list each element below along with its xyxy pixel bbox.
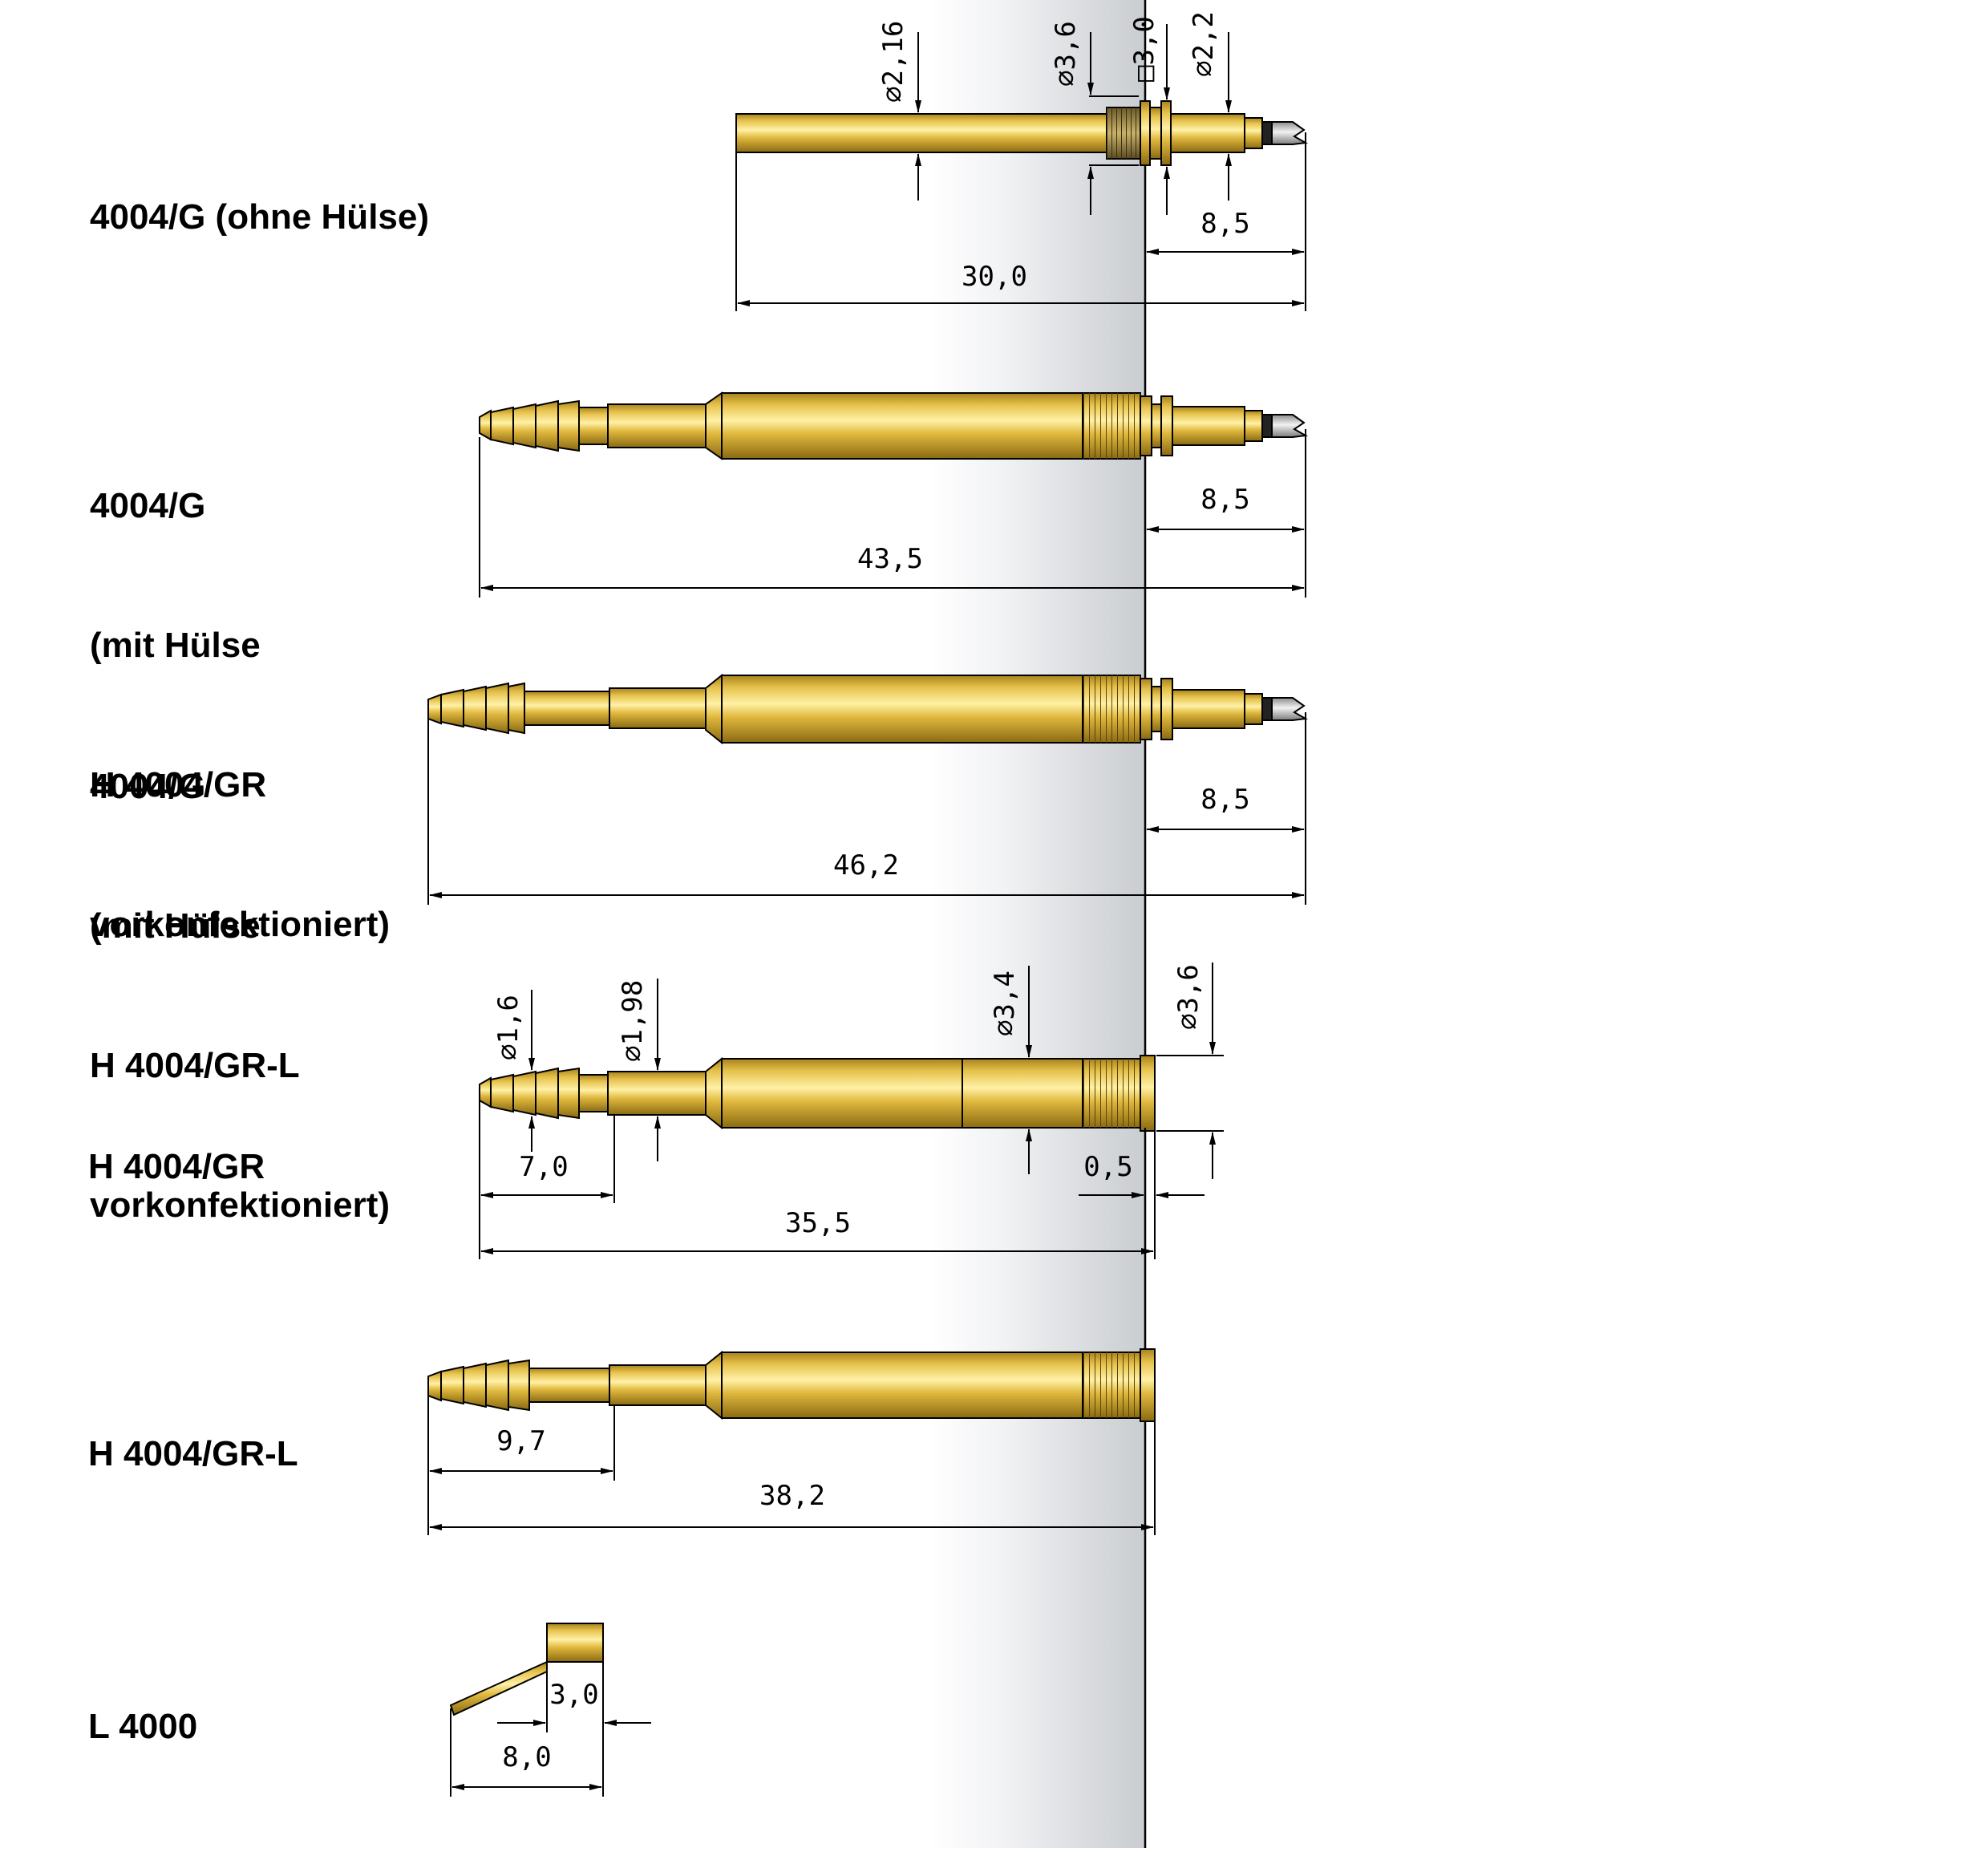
dim-p3-tip: 8,5: [1200, 784, 1249, 816]
label-h4004gr: H 4004/GR: [88, 1051, 265, 1237]
dim-p4-d-barb: ∅1,6: [492, 995, 524, 1060]
label-4004g-mit-huelse-gr: 4004/G (mit Hülse H 4004/GR vorkonfektio…: [90, 390, 390, 995]
part-4004g-drawing: [735, 100, 1309, 166]
dim-p4-d-body: ∅3,4: [989, 971, 1021, 1036]
part-4004g-dimensions: [735, 24, 1306, 311]
label-line: (mit Hülse: [90, 906, 261, 946]
label-line: vorkonfektioniert): [90, 1185, 391, 1225]
label-line: H 4004/GR-L: [90, 1046, 300, 1085]
label-line: 4004/G: [90, 486, 206, 525]
label-line: 4004/G: [90, 767, 206, 806]
dim-p1-d-tip: ∅2,2: [1188, 11, 1220, 77]
label-4004g-ohne-huelse: 4004/G (ohne Hülse): [90, 101, 429, 287]
dim-p2-tip: 8,5: [1200, 484, 1249, 516]
dim-p1-d-collar: ∅3,6: [1050, 21, 1082, 87]
dim-p4-barb: 7,0: [519, 1151, 568, 1183]
shaded-panel: [930, 0, 1145, 1848]
label-4004g-mit-huelse-grl: 4004/G (mit Hülse H 4004/GR-L vorkonfekt…: [90, 671, 390, 1275]
dim-p6-height: 3,0: [549, 1679, 598, 1711]
dim-p4-lip: 0,5: [1083, 1151, 1132, 1183]
dim-p5-barb: 9,7: [496, 1425, 545, 1457]
part-h4004grl-drawing: [427, 1348, 1156, 1422]
label-line: vorkonfektioniert): [90, 905, 391, 944]
label-line: H 4004/GR-L: [88, 1434, 298, 1473]
label-line: H 4004/GR: [90, 765, 267, 804]
part-l4000-dimensions: [450, 1662, 651, 1797]
dim-p6-length: 8,0: [502, 1741, 551, 1773]
part-4004g-gr-dimensions: [479, 429, 1306, 598]
label-line: 4004/G (ohne Hülse): [90, 197, 430, 237]
dim-p1-tip: 8,5: [1200, 208, 1249, 240]
dim-p2-total: 43,5: [857, 543, 923, 575]
label-line: (mit Hülse: [90, 626, 261, 665]
part-h4004grl-dimensions: [427, 1396, 1156, 1535]
dim-p1-d-shaft: ∅2,16: [877, 21, 909, 103]
part-4004g-grl-dimensions: [427, 712, 1306, 905]
label-l4000: L 4000: [88, 1611, 197, 1797]
part-h4004gr-drawing: [479, 1055, 1156, 1132]
dim-p4-d-neck: ∅1,98: [617, 980, 649, 1062]
part-l4000-drawing: [449, 1623, 604, 1716]
label-line: H 4004/GR: [88, 1147, 265, 1186]
dim-p3-total: 46,2: [833, 849, 899, 881]
label-line: L 4000: [88, 1707, 198, 1746]
part-h4004gr-dimensions: [479, 962, 1224, 1259]
label-h4004grl: H 4004/GR-L: [88, 1338, 298, 1524]
part-4004g-gr-drawing: [479, 391, 1309, 460]
dim-p1-sq: □3,0: [1128, 16, 1160, 82]
dim-p5-total: 38,2: [759, 1480, 825, 1512]
part-4004g-grl-drawing: [427, 673, 1309, 745]
dim-p4-total: 35,5: [785, 1207, 851, 1239]
dim-p4-d-end: ∅3,6: [1172, 964, 1205, 1030]
dim-p1-total: 30,0: [962, 261, 1027, 293]
